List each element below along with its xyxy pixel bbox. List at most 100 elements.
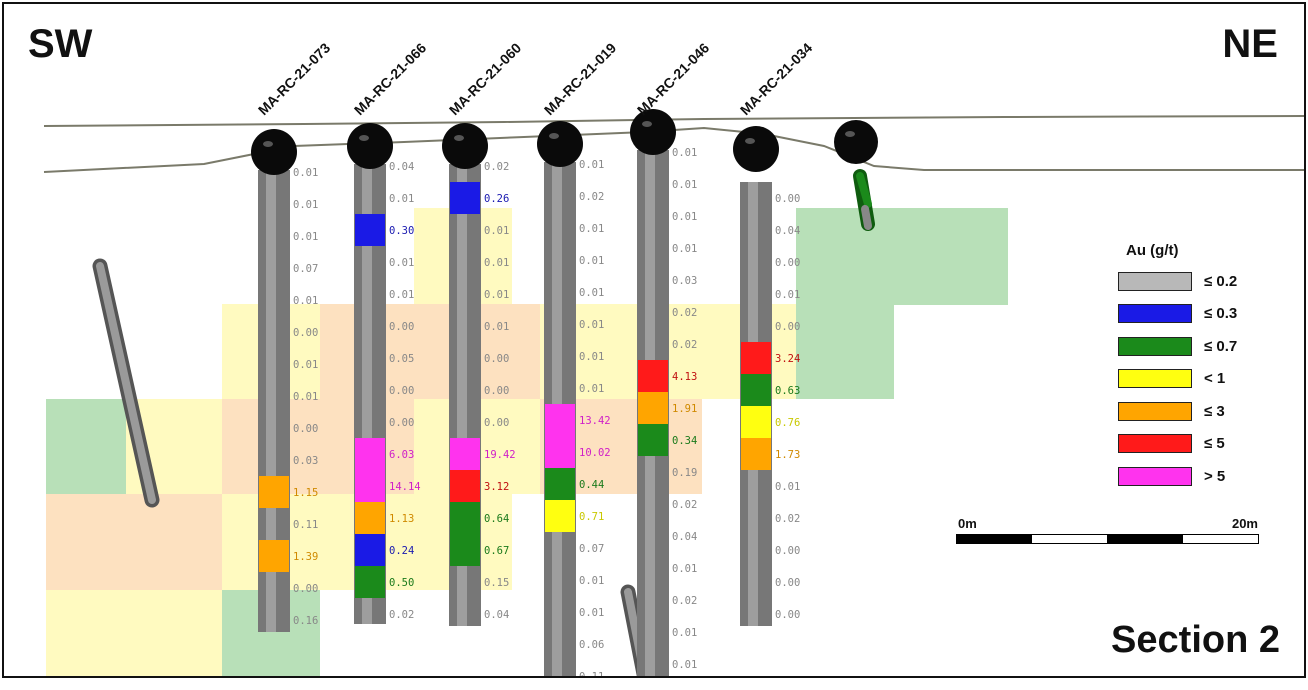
assay-value: 10.02 [579,447,611,459]
off-section-hole [92,258,160,508]
assay-value: 0.11 [579,671,604,676]
assay-value: 0.01 [389,289,414,301]
assay-value: 0.01 [672,627,697,639]
assay-value: 0.24 [389,545,414,557]
assay-interval [741,406,771,438]
assay-interval [355,566,385,598]
assay-value: 0.02 [389,609,414,621]
off-section-hole [853,169,875,231]
direction-ne: NE [1222,22,1278,66]
assay-value: 0.00 [484,353,509,365]
assay-value: 0.01 [579,159,604,171]
assay-value: 1.91 [672,403,697,415]
legend-item: > 5 [1118,460,1248,493]
assay-value: 0.01 [293,391,318,403]
assay-value: 0.01 [672,659,697,671]
assay-value: 0.00 [484,417,509,429]
block [222,399,418,494]
block [46,494,224,590]
assay-value: 1.15 [293,487,318,499]
hole-name: MA-RC-21-066 [351,40,430,119]
collar-highlight [549,133,559,139]
assay-value: 0.01 [484,257,509,269]
assay-value: 0.03 [672,275,697,287]
assay-value: 0.02 [672,339,697,351]
assay-value: 0.01 [293,231,318,243]
assay-value: 0.44 [579,479,604,491]
block [46,590,224,676]
assay-value: 0.00 [775,193,800,205]
hole-shading [266,170,276,632]
assay-value: 0.01 [672,563,697,575]
assay-value: 0.01 [484,225,509,237]
legend-label: ≤ 3 [1204,402,1225,420]
assay-interval [741,342,771,374]
assay-value: 0.01 [579,383,604,395]
assay-value: 0.00 [389,385,414,397]
legend-label: ≤ 0.7 [1204,337,1238,355]
direction-sw: SW [28,22,93,66]
assay-value: 13.42 [579,415,611,427]
assay-value: 0.01 [293,199,318,211]
assay-value: 0.01 [672,211,697,223]
assay-value: 3.24 [775,353,800,365]
collar-highlight [845,131,855,137]
block [796,304,894,399]
legend-item: ≤ 3 [1118,395,1248,428]
assay-value: 0.01 [579,575,604,587]
scale-end-label: 20m [1231,516,1258,531]
hole-name: MA-RC-21-073 [255,40,334,119]
block-model [46,208,1008,676]
assay-value: 19.42 [484,449,516,461]
assay-value: 0.01 [389,257,414,269]
assay-interval [741,374,771,406]
assay-interval [259,476,289,508]
assay-value: 6.03 [389,449,414,461]
legend-swatch [1118,271,1192,291]
hole-shading [457,164,467,626]
assay-value: 0.00 [775,609,800,621]
legend-label: ≤ 5 [1204,435,1225,453]
assay-interval [355,502,385,534]
drill-hole: 0.010.020.010.010.010.010.010.0113.4210.… [537,40,619,676]
assay-value: 0.05 [389,353,414,365]
assay-value: 0.01 [293,295,318,307]
collar [347,123,393,169]
assay-value: 0.04 [484,609,509,621]
assay-value: 0.00 [389,417,414,429]
assay-interval [450,182,480,214]
legend-swatch [1118,304,1192,324]
assay-value: 0.19 [672,467,697,479]
assay-value: 0.01 [579,607,604,619]
legend-swatch [1118,434,1192,454]
assay-interval [355,214,385,246]
assay-value: 0.76 [775,417,800,429]
assay-value: 0.01 [293,359,318,371]
assay-value: 0.01 [484,289,509,301]
assay-interval [450,502,480,534]
assay-value: 0.02 [775,513,800,525]
assay-value: 0.01 [775,481,800,493]
assay-value: 0.00 [775,545,800,557]
assay-value: 0.01 [579,319,604,331]
assay-value: 0.02 [672,307,697,319]
assay-value: 0.16 [293,615,318,627]
assay-interval [450,438,480,470]
assay-value: 0.04 [672,531,697,543]
collar [733,126,779,172]
assay-value: 0.01 [484,321,509,333]
assay-interval [355,438,385,470]
legend-item: ≤ 5 [1118,428,1248,461]
assay-value: 0.00 [293,327,318,339]
hole-shading [362,164,372,624]
assay-value: 0.00 [775,577,800,589]
assay-value: 0.00 [775,321,800,333]
assay-value: 0.06 [579,639,604,651]
hole-name: MA-RC-21-060 [446,40,525,119]
drill-hole: 0.010.010.010.010.030.020.024.131.910.34… [630,40,712,676]
assay-value: 1.73 [775,449,800,461]
hole-name: MA-RC-21-019 [541,40,620,119]
legend-swatch [1118,336,1192,356]
assay-value: 0.00 [293,583,318,595]
